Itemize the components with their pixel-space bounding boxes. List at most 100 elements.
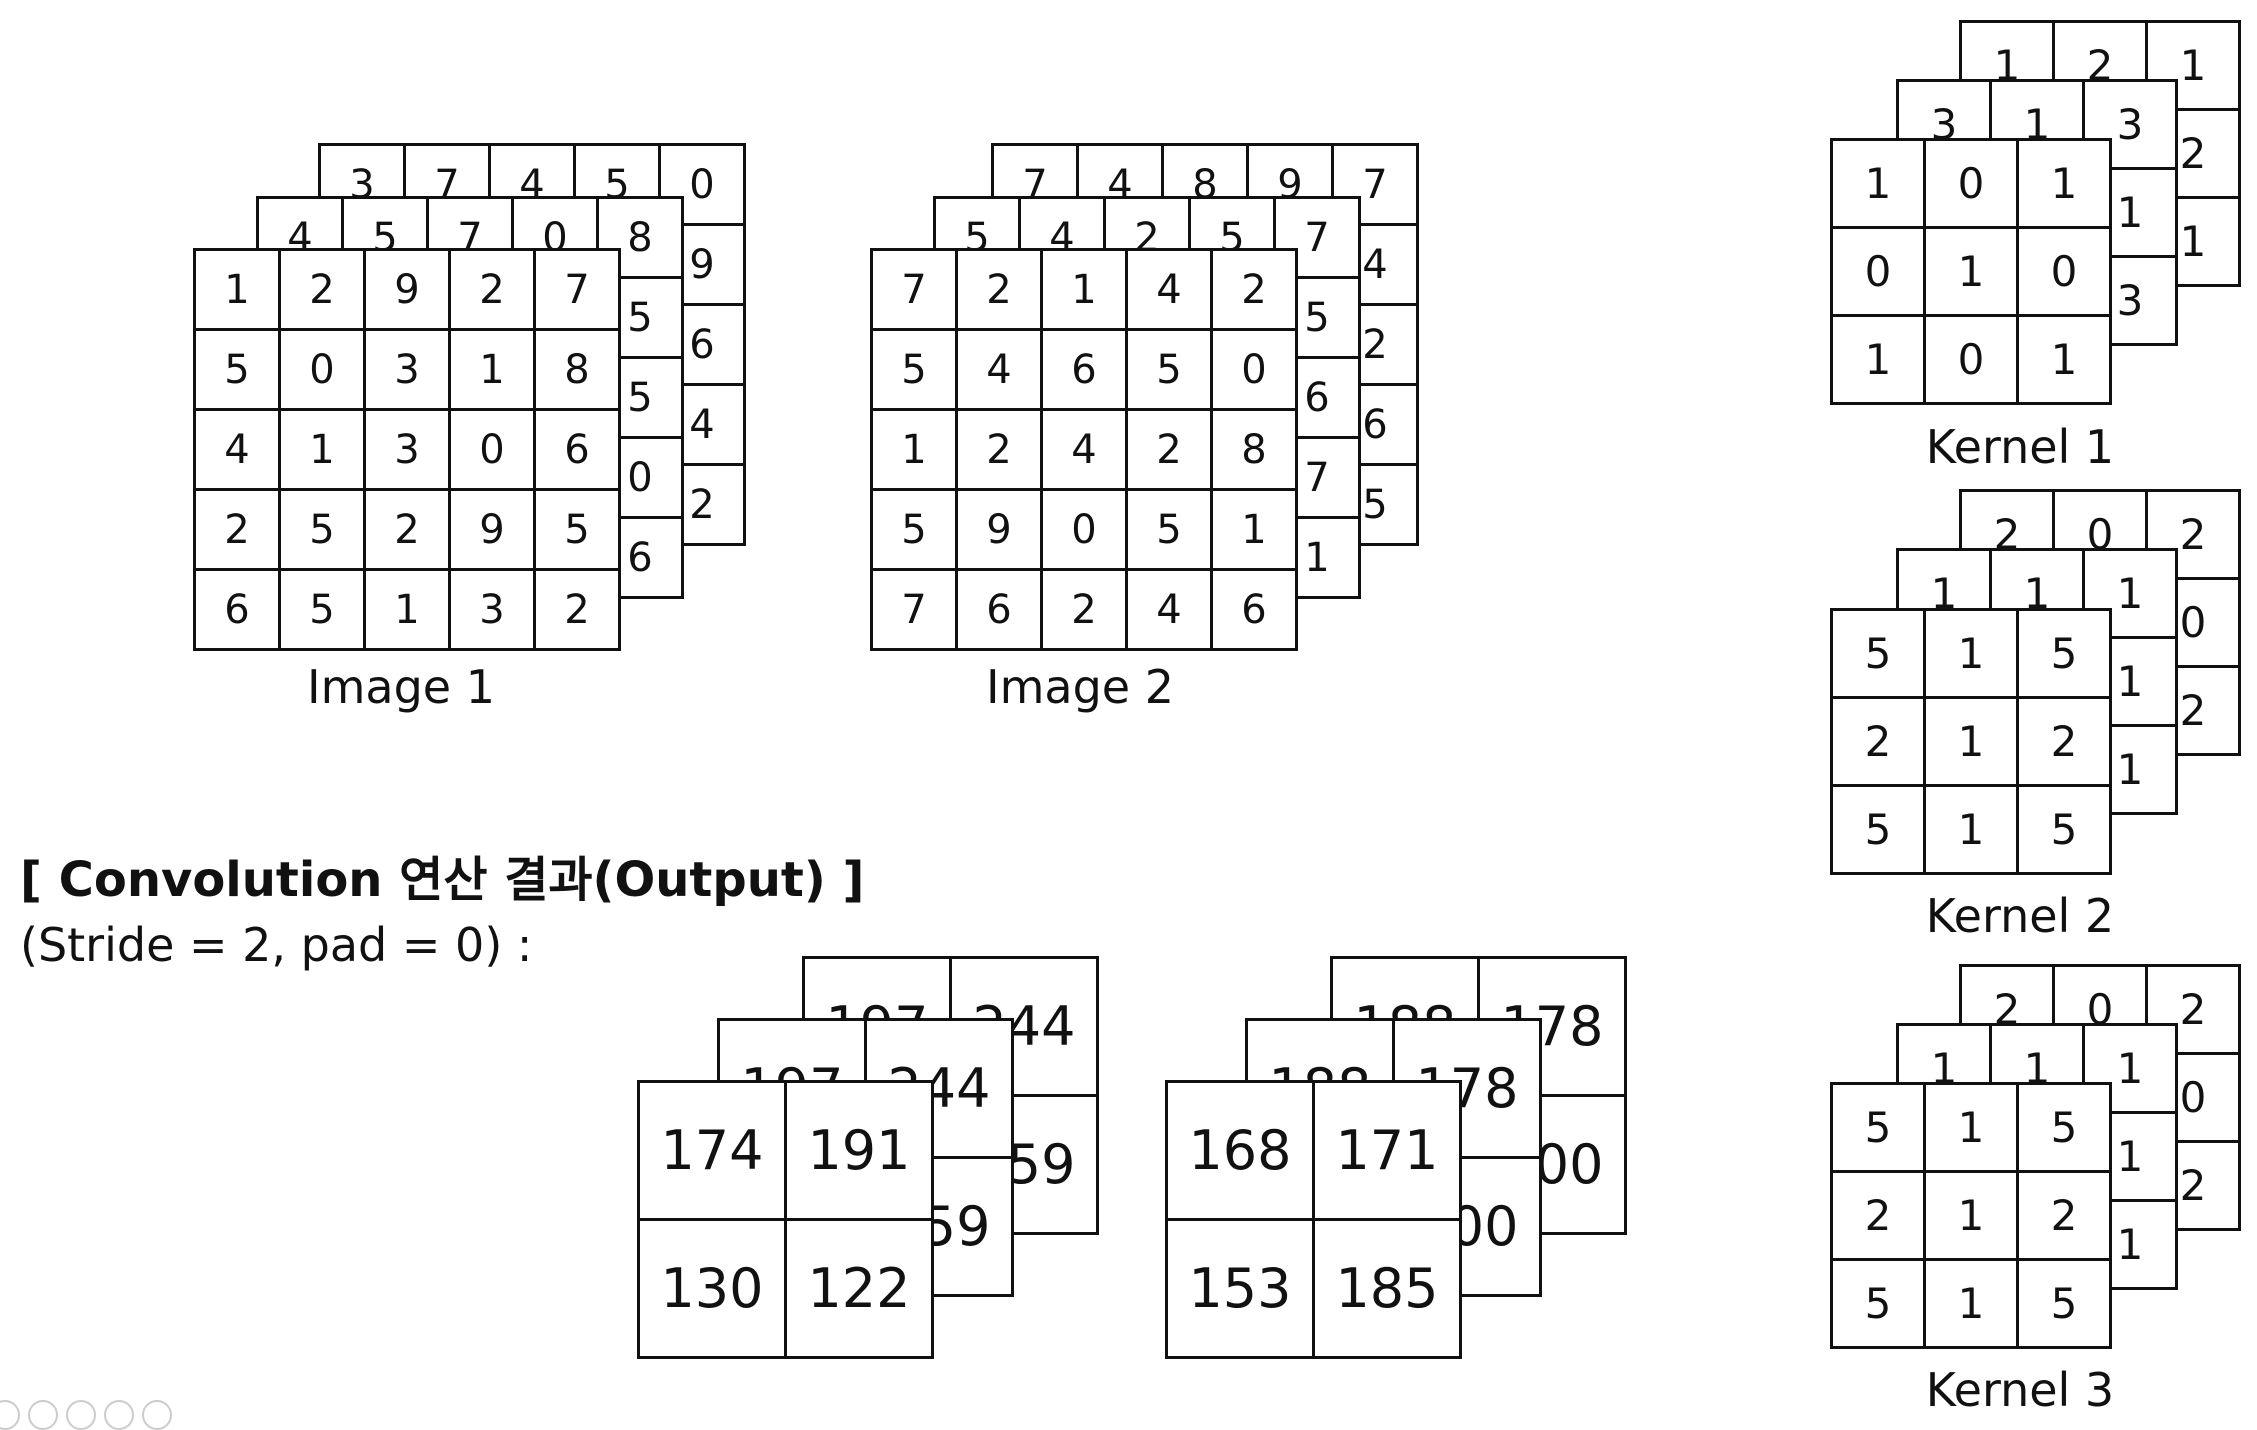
- zoom-icon[interactable]: [104, 1400, 134, 1430]
- kernel-cell: 2: [2016, 1170, 2112, 1261]
- kernel-cell: 1: [1923, 696, 2019, 787]
- image-cell: 5: [870, 328, 958, 411]
- kernel-cell: 0: [2016, 226, 2112, 317]
- output-cell: 122: [784, 1218, 934, 1359]
- image-cell: 8: [1210, 408, 1298, 491]
- image-cell: 5: [870, 488, 958, 571]
- image-cell: 1: [193, 248, 281, 331]
- kernel-cell: 2: [1830, 1170, 1926, 1261]
- kernel-cell: 2: [1830, 696, 1926, 787]
- output-cell: 130: [637, 1218, 787, 1359]
- kernel-cell: 1: [1923, 1170, 2019, 1261]
- kernel-cell: 5: [1830, 1258, 1926, 1349]
- image-cell: 7: [870, 568, 958, 651]
- image-cell: 2: [278, 248, 366, 331]
- more-icon[interactable]: [142, 1400, 172, 1430]
- image-cell: 1: [1210, 488, 1298, 571]
- image-cell: 6: [533, 408, 621, 491]
- kernel-cell: 1: [1923, 226, 2019, 317]
- kernel-cell: 1: [1923, 784, 2019, 875]
- kernel-cell: 1: [1923, 1258, 2019, 1349]
- grid-icon[interactable]: [66, 1400, 96, 1430]
- image-cell: 1: [870, 408, 958, 491]
- slide-toolbar: [0, 1400, 172, 1430]
- kernel-cell: 5: [1830, 1082, 1926, 1173]
- kernel-cell: 2: [2145, 489, 2241, 580]
- output-cell: 244: [949, 956, 1099, 1097]
- image-cell: 3: [448, 568, 536, 651]
- image-cell: 4: [955, 328, 1043, 411]
- image-cell: 5: [1125, 328, 1213, 411]
- kernel-caption: Kernel 1: [1925, 420, 2115, 474]
- kernel-cell: 5: [1830, 608, 1926, 699]
- kernel-cell: 2: [2016, 696, 2112, 787]
- kernel-cell: 5: [2016, 608, 2112, 699]
- image-cell: 4: [1125, 248, 1213, 331]
- output-cell: 185: [1312, 1218, 1462, 1359]
- kernel-cell: 5: [2016, 1258, 2112, 1349]
- image-cell: 0: [448, 408, 536, 491]
- image-cell: 9: [448, 488, 536, 571]
- kernel-cell: 0: [1923, 138, 2019, 229]
- image-cell: 2: [1040, 568, 1128, 651]
- image-cell: 5: [278, 488, 366, 571]
- image-cell: 6: [1040, 328, 1128, 411]
- pen-icon[interactable]: [28, 1400, 58, 1430]
- kernel-cell: 0: [1923, 314, 2019, 405]
- image-cell: 2: [955, 248, 1043, 331]
- output-cell: 153: [1165, 1218, 1315, 1359]
- output-cell: 174: [637, 1080, 787, 1221]
- image-cell: 6: [1210, 568, 1298, 651]
- image-cell: 2: [448, 248, 536, 331]
- section-title: [ Convolution 연산 결과(Output) ]: [20, 852, 865, 908]
- image-caption: Image 1: [307, 660, 495, 714]
- kernel-cell: 5: [2016, 784, 2112, 875]
- image-cell: 8: [533, 328, 621, 411]
- image-cell: 7: [533, 248, 621, 331]
- output-cell: 168: [1165, 1080, 1315, 1221]
- kernel-caption: Kernel 3: [1925, 1363, 2115, 1417]
- image-cell: 0: [1040, 488, 1128, 571]
- image-cell: 2: [533, 568, 621, 651]
- image-cell: 2: [1210, 248, 1298, 331]
- image-cell: 4: [193, 408, 281, 491]
- image-cell: 2: [193, 488, 281, 571]
- kernel-cell: 5: [1830, 784, 1926, 875]
- image-cell: 9: [363, 248, 451, 331]
- image-caption: Image 2: [986, 660, 1174, 714]
- image-cell: 5: [278, 568, 366, 651]
- tool-icon[interactable]: [0, 1400, 20, 1430]
- kernel-cell: 0: [1830, 226, 1926, 317]
- image-cell: 2: [363, 488, 451, 571]
- kernel-cell: 1: [1923, 1082, 2019, 1173]
- image-cell: 5: [193, 328, 281, 411]
- image-cell: 3: [363, 328, 451, 411]
- image-cell: 1: [278, 408, 366, 491]
- kernel-cell: 5: [2016, 1082, 2112, 1173]
- output-cell: 171: [1312, 1080, 1462, 1221]
- image-cell: 1: [1040, 248, 1128, 331]
- image-cell: 3: [363, 408, 451, 491]
- kernel-cell: 1: [1830, 314, 1926, 405]
- kernel-cell: 1: [2016, 314, 2112, 405]
- kernel-cell: 1: [2016, 138, 2112, 229]
- image-cell: 5: [1125, 488, 1213, 571]
- output-cell: 191: [784, 1080, 934, 1221]
- image-cell: 2: [1125, 408, 1213, 491]
- image-cell: 6: [193, 568, 281, 651]
- kernel-caption: Kernel 2: [1925, 889, 2115, 943]
- image-cell: 4: [1125, 568, 1213, 651]
- image-cell: 5: [533, 488, 621, 571]
- image-cell: 2: [955, 408, 1043, 491]
- image-cell: 9: [955, 488, 1043, 571]
- stride-pad-params: (Stride = 2, pad = 0) :: [20, 918, 533, 972]
- image-cell: 4: [1040, 408, 1128, 491]
- image-cell: 0: [1210, 328, 1298, 411]
